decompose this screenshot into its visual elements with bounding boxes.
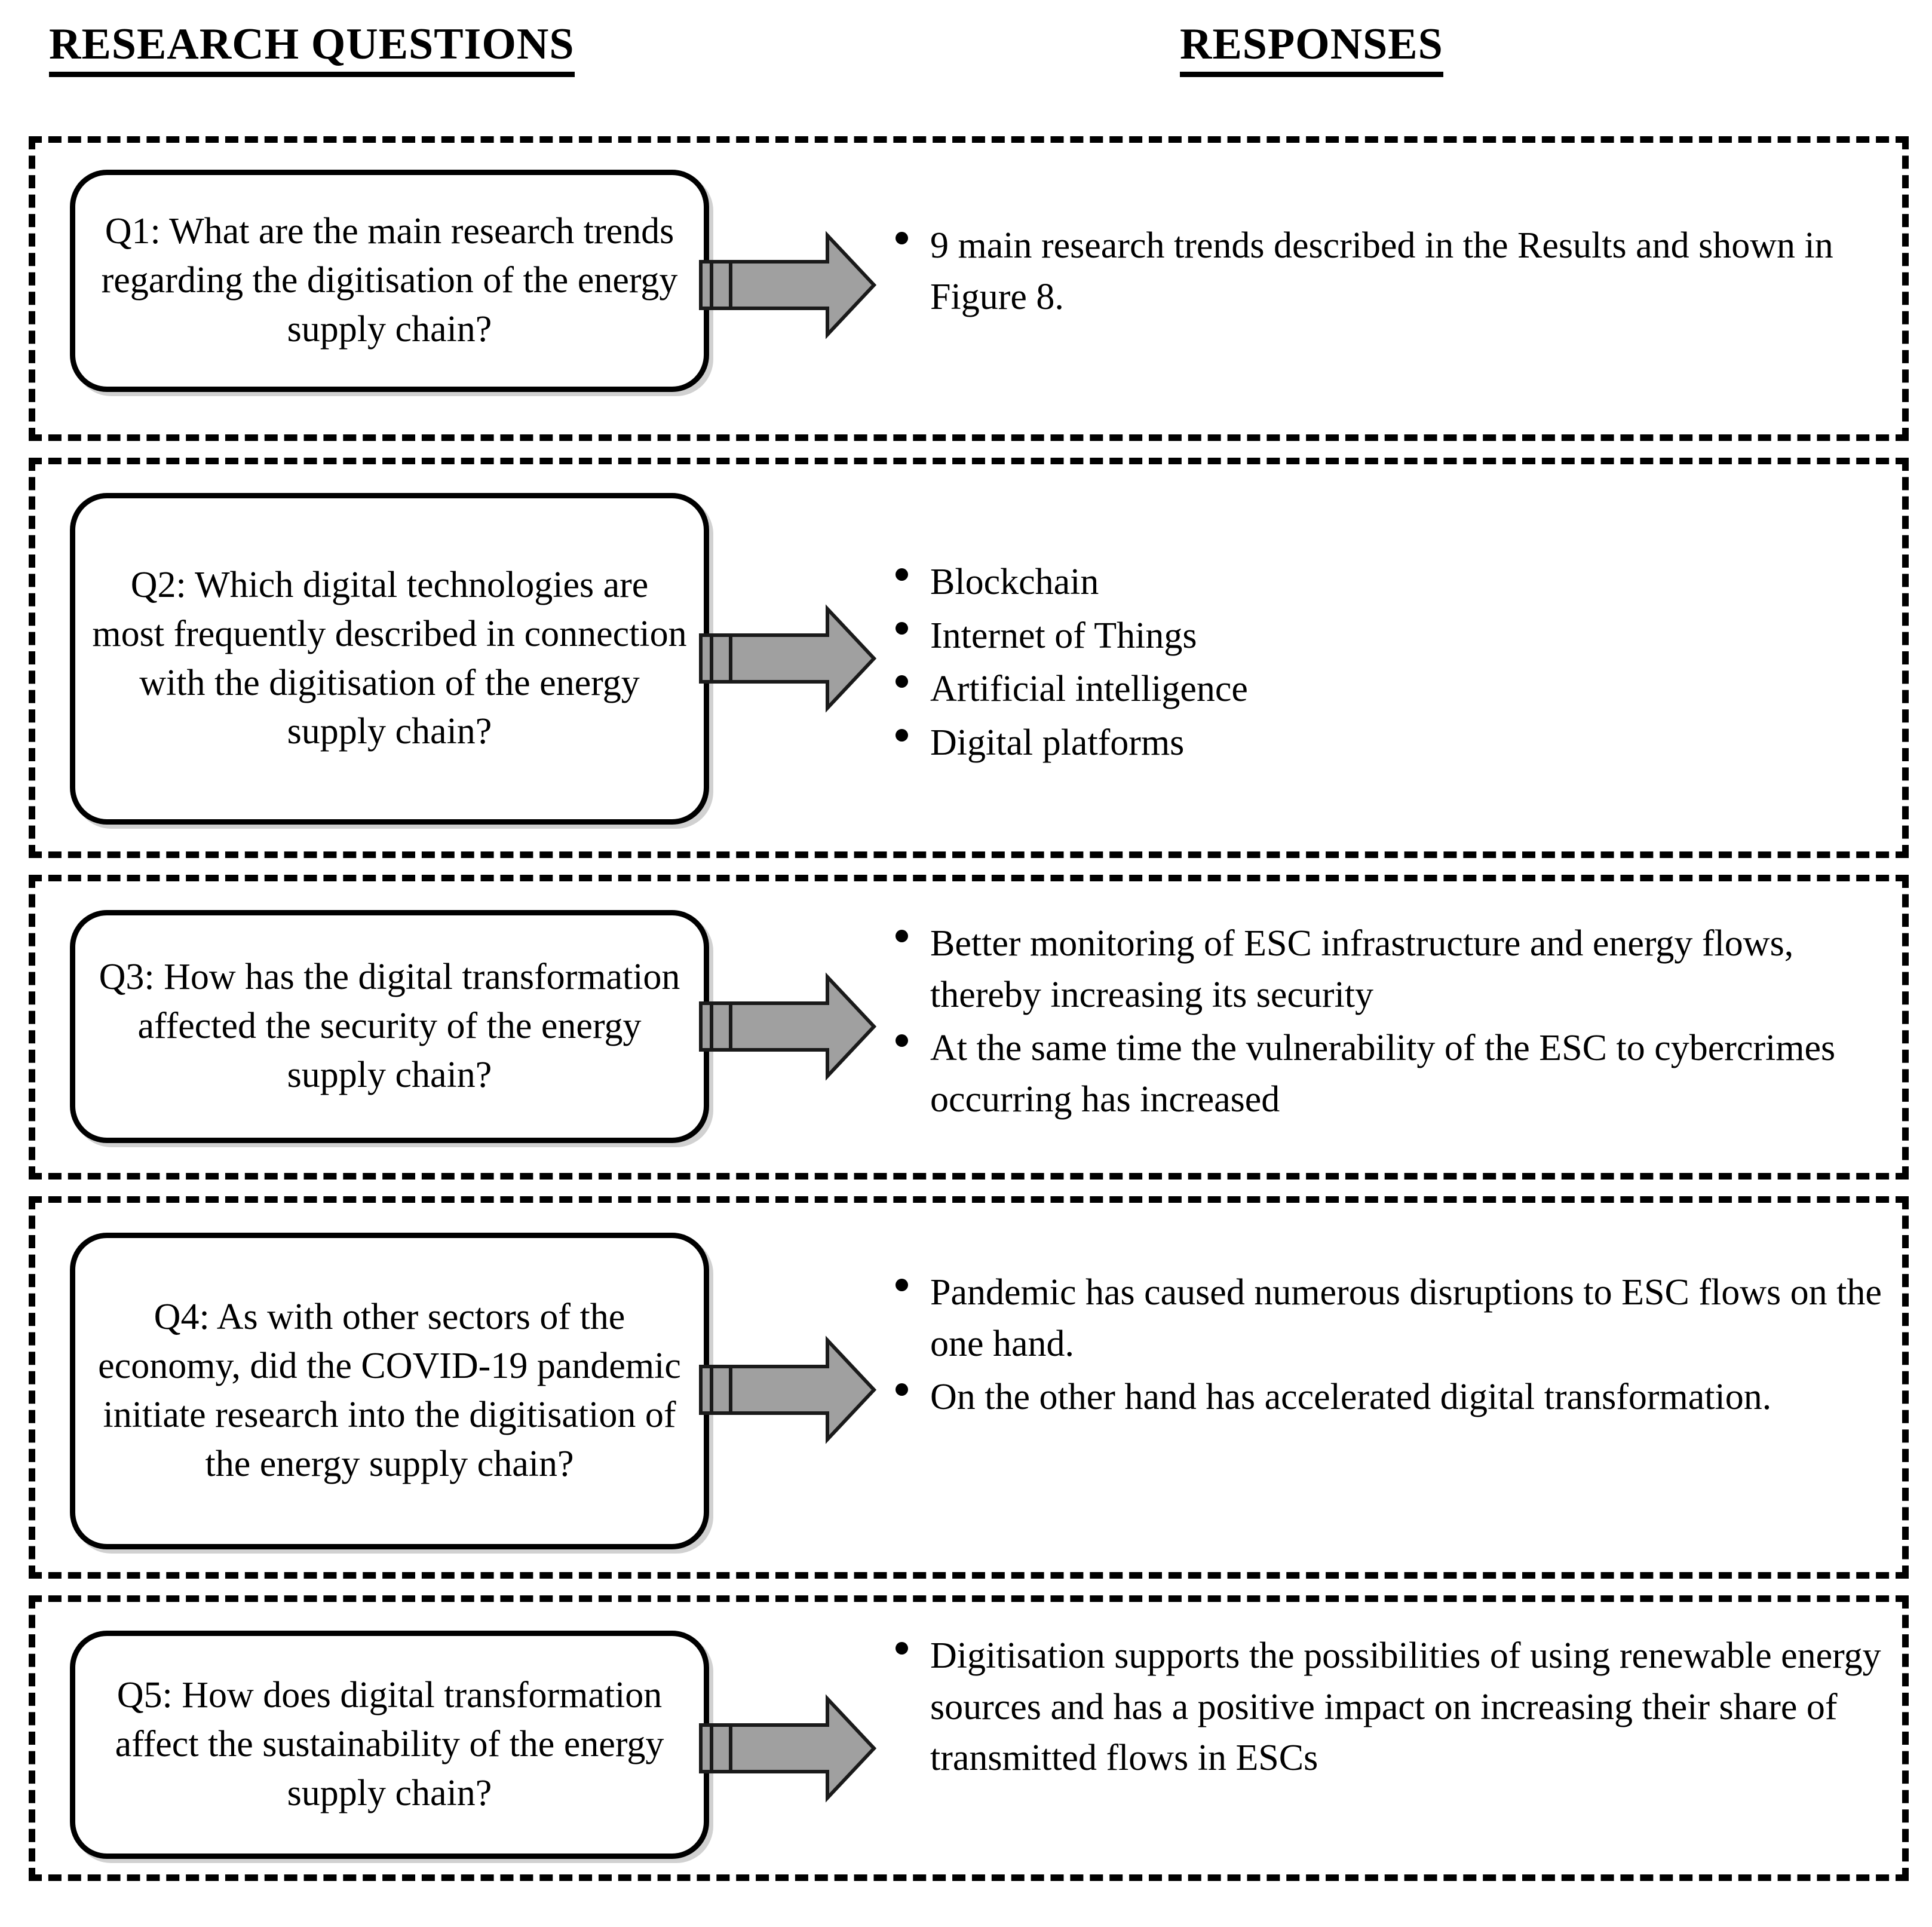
responses-list-q5: Digitisation supports the possibilities …: [896, 1631, 1911, 1787]
qa-row-q4: Q4: As with other sectors of the economy…: [29, 1196, 1909, 1579]
question-box-q3[interactable]: Q3: How has the digital transformation a…: [70, 910, 709, 1143]
list-item: Artificial intelligence: [896, 664, 1863, 715]
bullet-icon: [896, 557, 930, 603]
qa-row-q2: Q2: Which digital technologies are most …: [29, 458, 1909, 858]
right-block-arrow-icon: [698, 228, 878, 342]
bullet-icon: [896, 220, 930, 266]
column-headers: RESEARCH QUESTIONS RESPONSES: [0, 0, 1932, 125]
list-item: On the other hand has accelerated digita…: [896, 1372, 1911, 1423]
bullet-icon: [896, 718, 930, 764]
question-box-q4[interactable]: Q4: As with other sectors of the economy…: [70, 1233, 709, 1549]
right-block-arrow-icon: [698, 602, 878, 715]
bullet-icon: [896, 1631, 930, 1677]
question-box-q2[interactable]: Q2: Which digital technologies are most …: [70, 493, 709, 825]
responses-list-q4: Pandemic has caused numerous disruptions…: [896, 1267, 1911, 1426]
question-text-q2: Q2: Which digital technologies are most …: [92, 564, 687, 752]
responses-list-q2: Blockchain Internet of Things Artificial…: [896, 557, 1863, 771]
list-item: Internet of Things: [896, 611, 1863, 662]
response-text: Blockchain: [930, 562, 1099, 602]
responses-header: RESPONSES: [1180, 21, 1443, 77]
qa-row-q1: Q1: What are the main research trends re…: [29, 136, 1909, 441]
bullet-icon: [896, 664, 930, 710]
response-text: Digital platforms: [930, 722, 1185, 763]
list-item: Pandemic has caused numerous disruptions…: [896, 1267, 1911, 1370]
list-item: Digital platforms: [896, 718, 1863, 769]
question-text-q4: Q4: As with other sectors of the economy…: [98, 1297, 681, 1484]
right-block-arrow-icon: [698, 1333, 878, 1447]
bullet-icon: [896, 918, 930, 964]
research-questions-header: RESEARCH QUESTIONS: [49, 21, 575, 77]
question-box-q1[interactable]: Q1: What are the main research trends re…: [70, 170, 709, 392]
right-block-arrow-icon: [698, 970, 878, 1083]
qa-row-q5: Q5: How does digital transformation affe…: [29, 1595, 1909, 1881]
bullet-icon: [896, 1372, 930, 1418]
question-text-q1: Q1: What are the main research trends re…: [101, 211, 678, 350]
bullet-icon: [896, 1023, 930, 1069]
list-item: 9 main research trends described in the …: [896, 220, 1863, 323]
response-text: On the other hand has accelerated digita…: [930, 1377, 1772, 1418]
question-text-q3: Q3: How has the digital transformation a…: [99, 957, 680, 1095]
response-text: Digitisation supports the possibilities …: [930, 1635, 1881, 1779]
qa-row-q3: Q3: How has the digital transformation a…: [29, 875, 1909, 1180]
response-text: Better monitoring of ESC infrastructure …: [930, 923, 1794, 1015]
list-item: Blockchain: [896, 557, 1863, 608]
response-text: Internet of Things: [930, 615, 1197, 656]
question-text-q5: Q5: How does digital transformation affe…: [115, 1675, 664, 1813]
response-text: At the same time the vulnerability of th…: [930, 1028, 1836, 1120]
response-text: 9 main research trends described in the …: [930, 225, 1833, 317]
list-item: Better monitoring of ESC infrastructure …: [896, 918, 1899, 1021]
responses-list-q1: 9 main research trends described in the …: [896, 220, 1863, 325]
responses-list-q3: Better monitoring of ESC infrastructure …: [896, 918, 1899, 1128]
response-text: Artificial intelligence: [930, 669, 1248, 710]
list-item: At the same time the vulnerability of th…: [896, 1023, 1899, 1125]
bullet-icon: [896, 611, 930, 657]
right-block-arrow-icon: [698, 1692, 878, 1805]
response-text: Pandemic has caused numerous disruptions…: [930, 1272, 1882, 1364]
list-item: Digitisation supports the possibilities …: [896, 1631, 1911, 1784]
bullet-icon: [896, 1267, 930, 1313]
question-box-q5[interactable]: Q5: How does digital transformation affe…: [70, 1631, 709, 1859]
